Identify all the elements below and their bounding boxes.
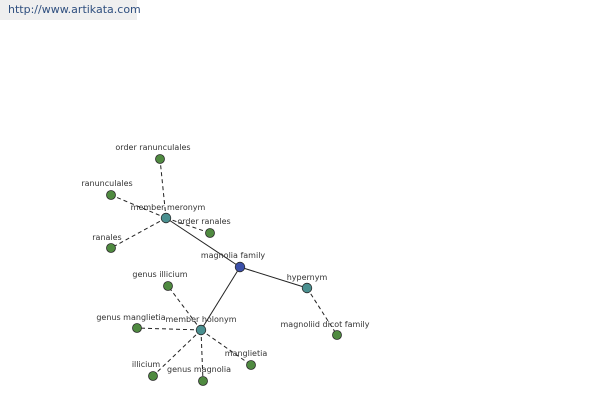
node-order-ranunculales[interactable] bbox=[155, 154, 165, 164]
node-label-genus-manglietia[interactable]: genus manglietia bbox=[96, 313, 165, 322]
edge-magnolia-family-to-member-meronym bbox=[165, 217, 241, 268]
node-member-holonym[interactable] bbox=[195, 324, 207, 336]
node-manglietia[interactable] bbox=[246, 360, 256, 370]
node-genus-magnolia[interactable] bbox=[198, 376, 208, 386]
node-label-order-ranales[interactable]: order ranales bbox=[177, 217, 230, 226]
node-member-meronym[interactable] bbox=[160, 212, 172, 224]
node-genus-illicium[interactable] bbox=[163, 281, 173, 291]
edge-hypernym-to-magnoliid-dicot-family bbox=[306, 287, 338, 336]
edge-member-meronym-to-ranales bbox=[110, 217, 167, 249]
node-order-ranales[interactable] bbox=[205, 228, 215, 238]
node-illicium[interactable] bbox=[148, 371, 158, 381]
node-label-genus-magnolia[interactable]: genus magnolia bbox=[167, 365, 231, 374]
node-magnoliid-dicot-family[interactable] bbox=[332, 330, 342, 340]
edge-magnolia-family-to-member-holonym bbox=[200, 266, 241, 331]
node-ranunculales[interactable] bbox=[106, 190, 116, 200]
node-label-order-ranunculales[interactable]: order ranunculales bbox=[115, 143, 190, 152]
graph-labels: magnolia family member meronym member holo… bbox=[81, 143, 369, 374]
node-label-member-holonym[interactable]: member holonym bbox=[165, 315, 236, 324]
node-label-hypernym[interactable]: hypernym bbox=[287, 273, 328, 282]
node-hypernym[interactable] bbox=[301, 282, 313, 294]
edge-member-holonym-to-genus-illicium bbox=[167, 285, 202, 331]
node-label-magnoliid-dicot-family[interactable]: magnoliid dicot family bbox=[281, 320, 370, 329]
node-label-illicium[interactable]: illicium bbox=[132, 360, 161, 369]
node-label-manglietia[interactable]: manglietia bbox=[225, 349, 268, 358]
edge-magnolia-family-to-hypernym bbox=[239, 266, 308, 289]
node-magnolia-family[interactable] bbox=[234, 261, 246, 273]
edge-member-meronym-to-order-ranales bbox=[165, 217, 211, 234]
edge-member-meronym-to-order-ranunculales bbox=[159, 158, 167, 219]
node-label-genus-illicium[interactable]: genus illicium bbox=[132, 270, 187, 279]
edge-member-holonym-to-genus-manglietia bbox=[136, 327, 202, 331]
graph-edges bbox=[110, 158, 338, 382]
site-url-link[interactable]: http://www.artikata.com bbox=[0, 0, 141, 20]
node-label-member-meronym[interactable]: member meronym bbox=[131, 203, 206, 212]
node-label-ranunculales[interactable]: ranunculales bbox=[81, 179, 132, 188]
node-genus-manglietia[interactable] bbox=[132, 323, 142, 333]
edge-member-holonym-to-genus-magnolia bbox=[200, 329, 204, 382]
node-label-magnolia-family[interactable]: magnolia family bbox=[201, 251, 266, 260]
edge-member-meronym-to-ranunculales bbox=[110, 194, 167, 219]
node-ranales[interactable] bbox=[106, 243, 116, 253]
node-label-ranales[interactable]: ranales bbox=[92, 233, 121, 242]
graph-nodes bbox=[106, 154, 342, 386]
edge-member-holonym-to-manglietia bbox=[200, 329, 252, 366]
